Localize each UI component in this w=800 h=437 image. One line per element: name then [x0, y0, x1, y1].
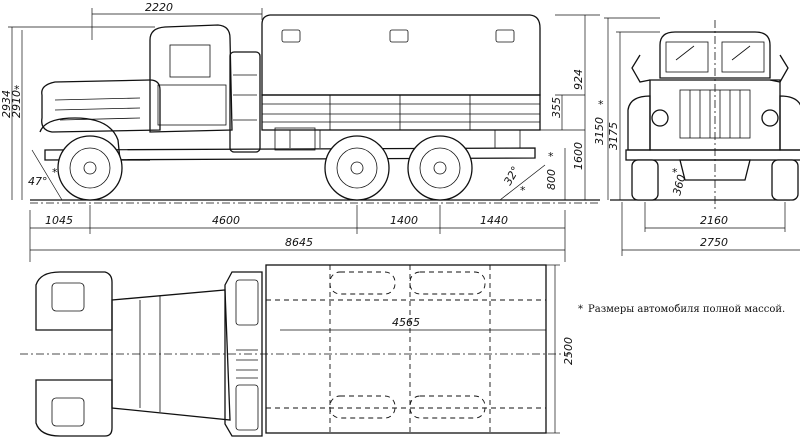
dim-2220: 2220 [145, 1, 173, 14]
dim-1440: 1440 [480, 214, 508, 227]
side-view [30, 14, 600, 204]
dim-1045: 1045 [45, 214, 73, 227]
side-dimensions: 2220 2934 2910 * 924 355 1600 800 * 47° … [0, 1, 600, 262]
dim-800-mark: * [548, 150, 554, 163]
departure-angle-mark: * [520, 184, 526, 197]
dim-355: 355 [550, 97, 563, 118]
dim-2910: 2910 [10, 90, 23, 118]
front-view [610, 20, 800, 210]
front-dimensions: 3150 * 3175 360 * 2160 2750 [593, 17, 800, 256]
footnote-text: Размеры автомобиля полной массой. [588, 304, 785, 315]
rear-wheel-2 [407, 135, 473, 201]
dim-1600: 1600 [572, 142, 585, 170]
dim-2750: 2750 [700, 236, 728, 249]
dim-8645: 8645 [285, 236, 313, 249]
dim-924: 924 [572, 69, 585, 90]
dim-2910-mark: * [14, 83, 20, 96]
dim-360-mark: * [672, 166, 678, 179]
dim-3175: 3175 [607, 122, 620, 150]
dim-3150: 3150 [593, 117, 606, 145]
dim-2934: 2934 [0, 90, 13, 118]
top-dimensions: 4565 2500 [280, 264, 575, 434]
dim-4565: 4565 [392, 316, 420, 329]
dim-2500: 2500 [562, 337, 575, 365]
front-wheel [57, 135, 123, 201]
top-view [20, 264, 570, 437]
dim-360: 360 [670, 173, 688, 197]
dim-3150-mark: * [598, 98, 604, 111]
rear-wheel-1 [324, 135, 390, 201]
footnote: * Размеры автомобиля полной массой. [578, 304, 785, 315]
approach-angle: 47° [28, 175, 48, 188]
approach-angle-mark: * [52, 166, 58, 179]
footnote-mark: * [578, 304, 583, 315]
dim-800: 800 [545, 169, 558, 190]
dim-1400: 1400 [390, 214, 418, 227]
dim-2160: 2160 [700, 214, 728, 227]
dim-4600: 4600 [212, 214, 240, 227]
